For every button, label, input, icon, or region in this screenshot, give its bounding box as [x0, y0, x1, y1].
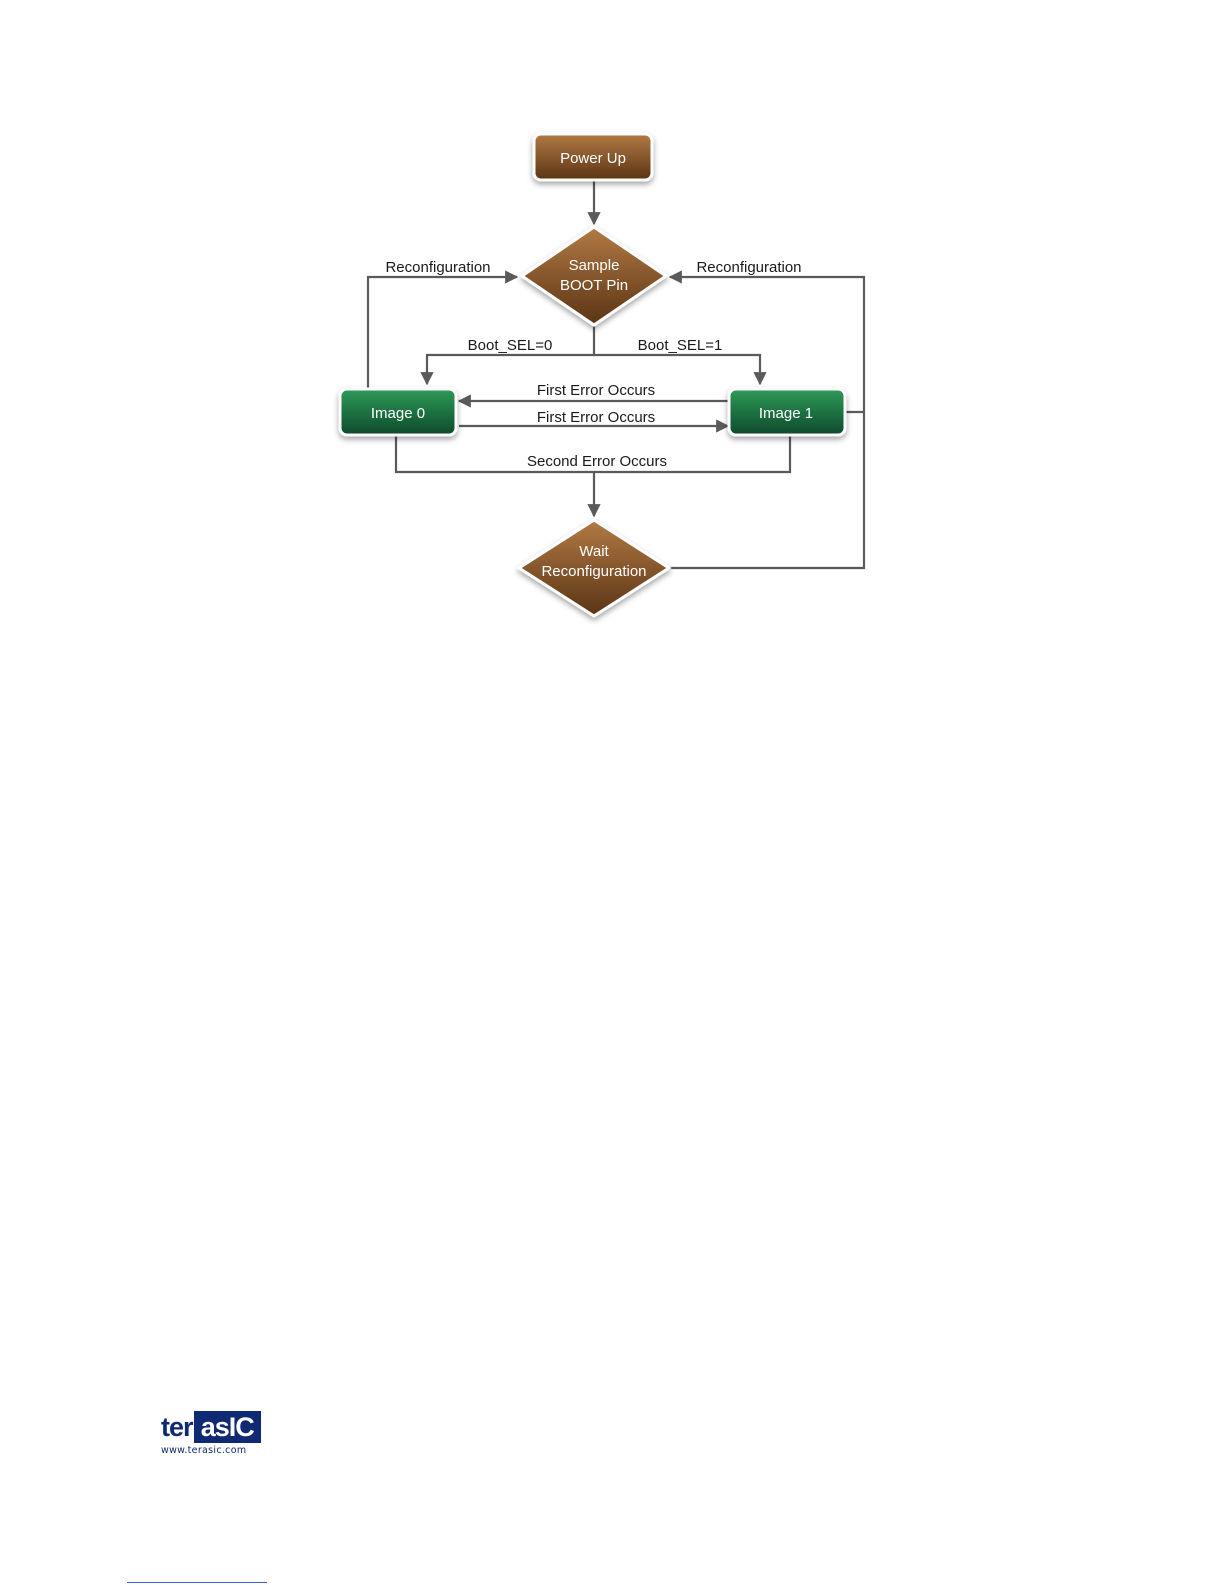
node-image1-label: Image 1 — [759, 405, 813, 422]
footer-link-underline — [127, 1582, 267, 1583]
logo-ter: ter — [161, 1411, 194, 1443]
label-boot-sel-1: Boot_SEL=1 — [638, 337, 723, 354]
node-wait-reconfiguration-label-1: Wait — [579, 543, 609, 560]
terasic-logo-mark: ter asIC — [161, 1411, 261, 1443]
node-power-up-label: Power Up — [560, 150, 626, 167]
node-sample-boot-pin — [522, 227, 666, 325]
node-image0-label: Image 0 — [371, 405, 425, 422]
edge-boot-sel-0 — [427, 355, 594, 384]
boot-flowchart: Power Up Sample BOOT Pin Image 0 Image 1… — [0, 0, 1225, 700]
label-second-error: Second Error Occurs — [527, 453, 667, 470]
label-boot-sel-0: Boot_SEL=0 — [468, 337, 553, 354]
edge-reconfig-left — [368, 277, 517, 389]
node-sample-boot-pin-label-1: Sample — [569, 257, 620, 274]
label-first-error-1-to-0: First Error Occurs — [537, 382, 655, 399]
edge-boot-sel-1 — [594, 355, 760, 384]
label-first-error-0-to-1: First Error Occurs — [537, 409, 655, 426]
logo-asic: asIC — [194, 1411, 261, 1443]
node-sample-boot-pin-label-2: BOOT Pin — [560, 277, 628, 294]
node-wait-reconfiguration-label-2: Reconfiguration — [541, 563, 646, 580]
terasic-logo: ter asIC www.terasic.com — [161, 1411, 261, 1457]
label-reconfig-right: Reconfiguration — [696, 259, 801, 276]
logo-url: www.terasic.com — [161, 1445, 261, 1456]
label-reconfig-left: Reconfiguration — [385, 259, 490, 276]
